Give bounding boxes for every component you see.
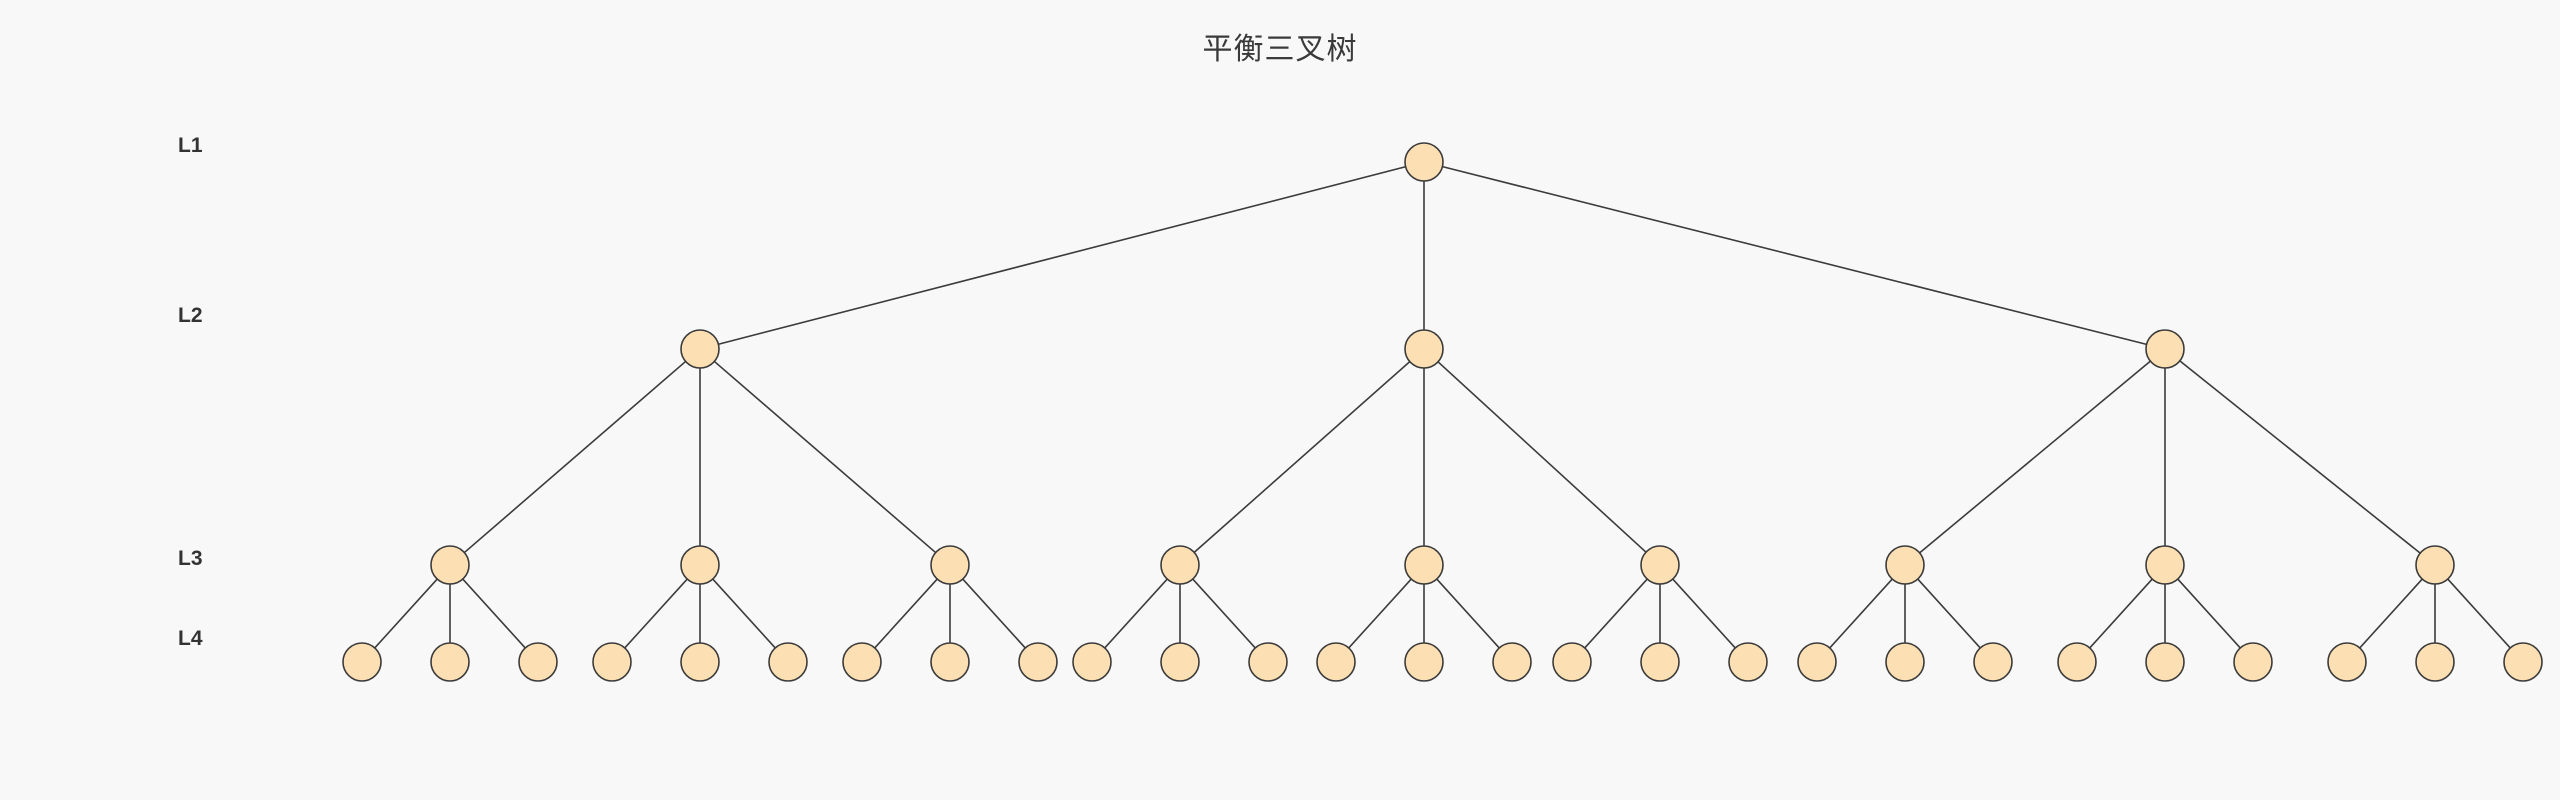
tree-node-l4-14[interactable] [1404,642,1444,682]
tree-node-l3-6[interactable] [1640,545,1680,585]
tree-edge [712,578,776,649]
tree-node-l4-16[interactable] [1552,642,1592,682]
tree-node-l4-7[interactable] [842,642,882,682]
tree-edge [2089,578,2153,649]
tree-edge [463,360,687,554]
tree-edge [718,165,1406,346]
tree-node-l2-3[interactable] [2145,329,2185,369]
tree-node-l4-15[interactable] [1492,642,1532,682]
tree-node-l4-6[interactable] [768,642,808,682]
tree-node-l4-22[interactable] [2057,642,2097,682]
level-label-l1: L1 [178,134,203,157]
tree-node-l4-1[interactable] [342,642,382,682]
tree-node-l4-25[interactable] [2327,642,2367,682]
level-label-l4: L4 [178,627,203,650]
tree-edge [874,578,938,649]
tree-node-l4-2[interactable] [430,642,470,682]
tree-edge [1348,578,1412,649]
tree-node-l4-3[interactable] [518,642,558,682]
tree-node-l4-5[interactable] [680,642,720,682]
tree-edges-group [374,165,2511,649]
tree-node-l4-4[interactable] [592,642,632,682]
tree-node-l1-1[interactable] [1404,142,1444,182]
tree-node-l3-5[interactable] [1404,545,1444,585]
tree-edge [1442,165,2147,346]
tree-node-l4-18[interactable] [1728,642,1768,682]
tree-node-l4-21[interactable] [1973,642,2013,682]
tree-edge [1584,578,1648,649]
tree-node-l4-8[interactable] [930,642,970,682]
tree-edge [1917,578,1981,649]
tree-edge [2179,360,2421,554]
tree-node-l3-7[interactable] [1885,545,1925,585]
tree-edge [1104,578,1168,649]
tree-node-l4-24[interactable] [2233,642,2273,682]
tree-edge [624,578,688,649]
tree-node-l4-27[interactable] [2503,642,2543,682]
tree-node-l3-2[interactable] [680,545,720,585]
tree-node-l3-4[interactable] [1160,545,1200,585]
tree-node-l3-9[interactable] [2415,545,2455,585]
page-title: 平衡三叉树 [1202,33,1358,66]
tree-edge [2177,578,2241,649]
tree-node-l4-10[interactable] [1072,642,1112,682]
tree-node-l4-23[interactable] [2145,642,2185,682]
tree-node-l4-26[interactable] [2415,642,2455,682]
tree-edge [1437,361,1647,553]
tree-edge [1829,578,1893,649]
tree-edge [1193,360,1411,554]
tree-edge [2359,578,2423,649]
tree-edge [374,578,438,649]
tree-node-l3-8[interactable] [2145,545,2185,585]
tree-node-l4-17[interactable] [1640,642,1680,682]
tree-node-l2-2[interactable] [1404,329,1444,369]
tree-node-l4-20[interactable] [1885,642,1925,682]
tree-node-l4-12[interactable] [1248,642,1288,682]
tree-node-l2-1[interactable] [680,329,720,369]
level-label-l2: L2 [178,304,203,327]
tree-node-l4-13[interactable] [1316,642,1356,682]
tree-edge [1919,360,2151,554]
tree-edge [713,360,937,554]
tree-node-l4-11[interactable] [1160,642,1200,682]
tree-edge [1436,578,1500,649]
tree-edge [462,578,526,649]
tree-edge [2447,578,2511,649]
tree-edge [1192,578,1256,649]
tree-edge [1672,578,1736,649]
tree-node-l4-19[interactable] [1797,642,1837,682]
tree-node-l3-3[interactable] [930,545,970,585]
tree-nodes-group [342,142,2543,682]
tree-edge [962,578,1026,649]
level-label-l3: L3 [178,547,203,570]
tree-node-l4-9[interactable] [1018,642,1058,682]
tree-node-l3-1[interactable] [430,545,470,585]
